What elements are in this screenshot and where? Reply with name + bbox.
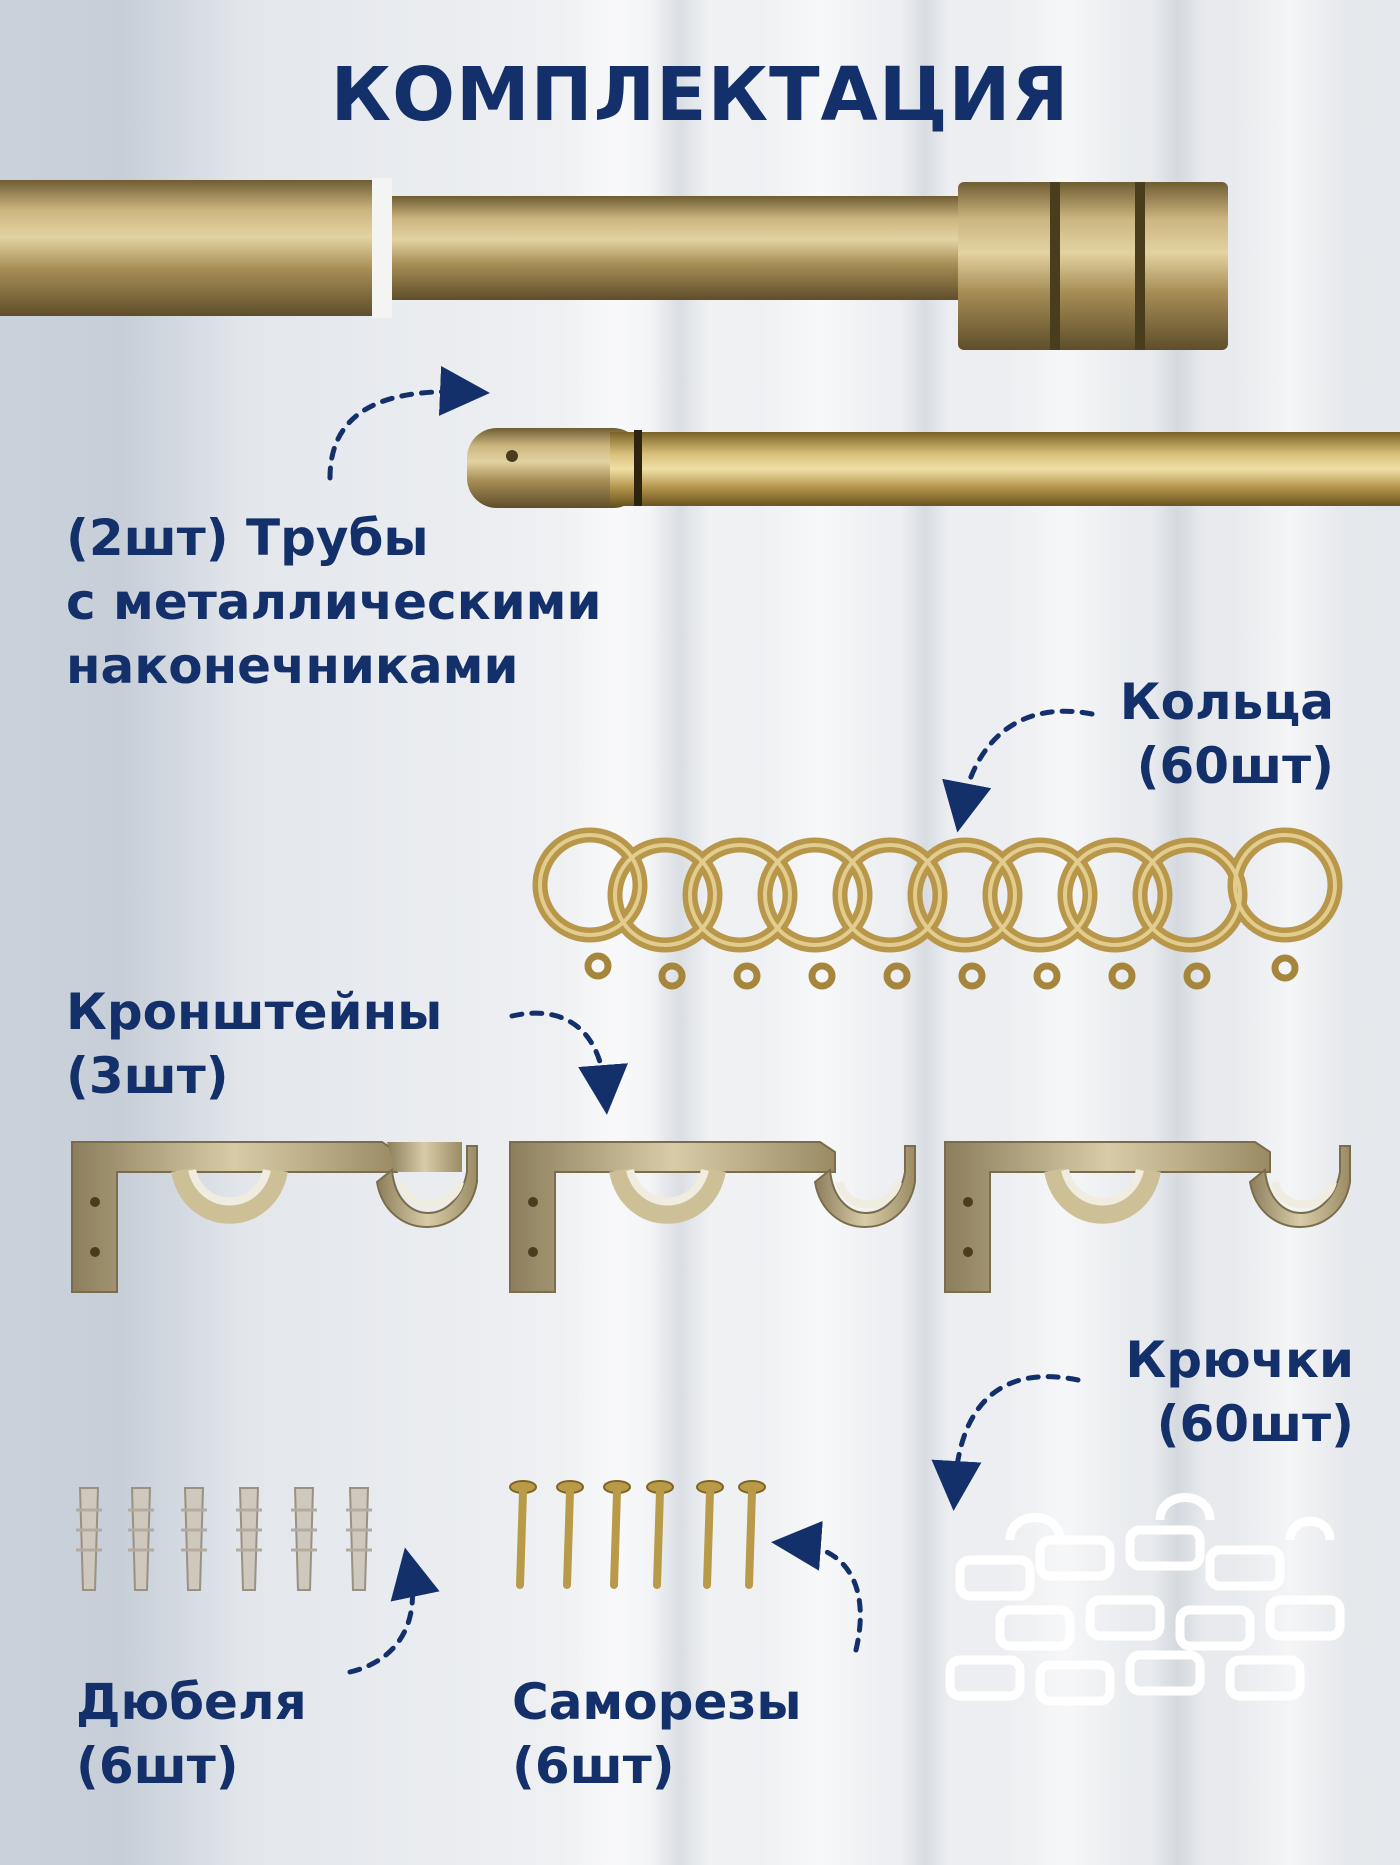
hooks-label-line: (60шт)	[1156, 1395, 1354, 1453]
tubes-arrow	[327, 365, 490, 481]
screws-label-line: (6шт)	[512, 1737, 675, 1795]
hooks-label: Крючки (60шт)	[1125, 1328, 1354, 1456]
brackets	[71, 1141, 1351, 1293]
curtain-rings	[532, 827, 1343, 990]
rings-label-line: (60шт)	[1136, 737, 1334, 795]
dowels-arrow	[347, 1547, 440, 1675]
brackets-label: Кронштейны (3шт)	[66, 980, 442, 1108]
screws	[509, 1480, 766, 1589]
dowels-label-line: (6шт)	[76, 1737, 239, 1795]
rings-label-line: Кольца	[1119, 673, 1334, 731]
tubes-label: (2шт) Трубы с металлическими наконечника…	[66, 506, 602, 698]
hooks-label-line: Крючки	[1125, 1331, 1354, 1389]
screws-label-line: Саморезы	[512, 1673, 802, 1731]
brackets-arrow	[509, 1010, 628, 1115]
dowels-label: Дюбеля (6шт)	[76, 1670, 307, 1798]
dowels	[78, 1487, 370, 1591]
bracket	[509, 1141, 916, 1293]
pointer-arrows	[327, 365, 1095, 1675]
bracket	[944, 1141, 1351, 1293]
main-tube	[0, 178, 1228, 350]
brackets-label-line: Кронштейны	[66, 983, 443, 1041]
dowels-label-line: Дюбеля	[76, 1673, 307, 1731]
screws-label: Саморезы (6шт)	[512, 1670, 802, 1798]
screws-arrow	[771, 1520, 863, 1653]
tubes-label-line: с металлическими	[66, 573, 602, 631]
rings-label: Кольца (60шт)	[1120, 670, 1334, 798]
tubes-label-line: наконечниками	[66, 637, 519, 695]
page-title: КОМПЛЕКТАЦИЯ	[330, 52, 1070, 138]
bracket	[71, 1141, 478, 1293]
brackets-label-line: (3шт)	[66, 1047, 229, 1105]
tubes-label-line: (2шт) Трубы	[66, 509, 429, 567]
hooks-arrow	[931, 1374, 1081, 1511]
extension-tube	[467, 428, 1400, 508]
rings-arrow	[942, 708, 1095, 833]
curtain-hooks	[945, 1493, 1345, 1706]
dowel-ribs	[76, 1508, 372, 1552]
